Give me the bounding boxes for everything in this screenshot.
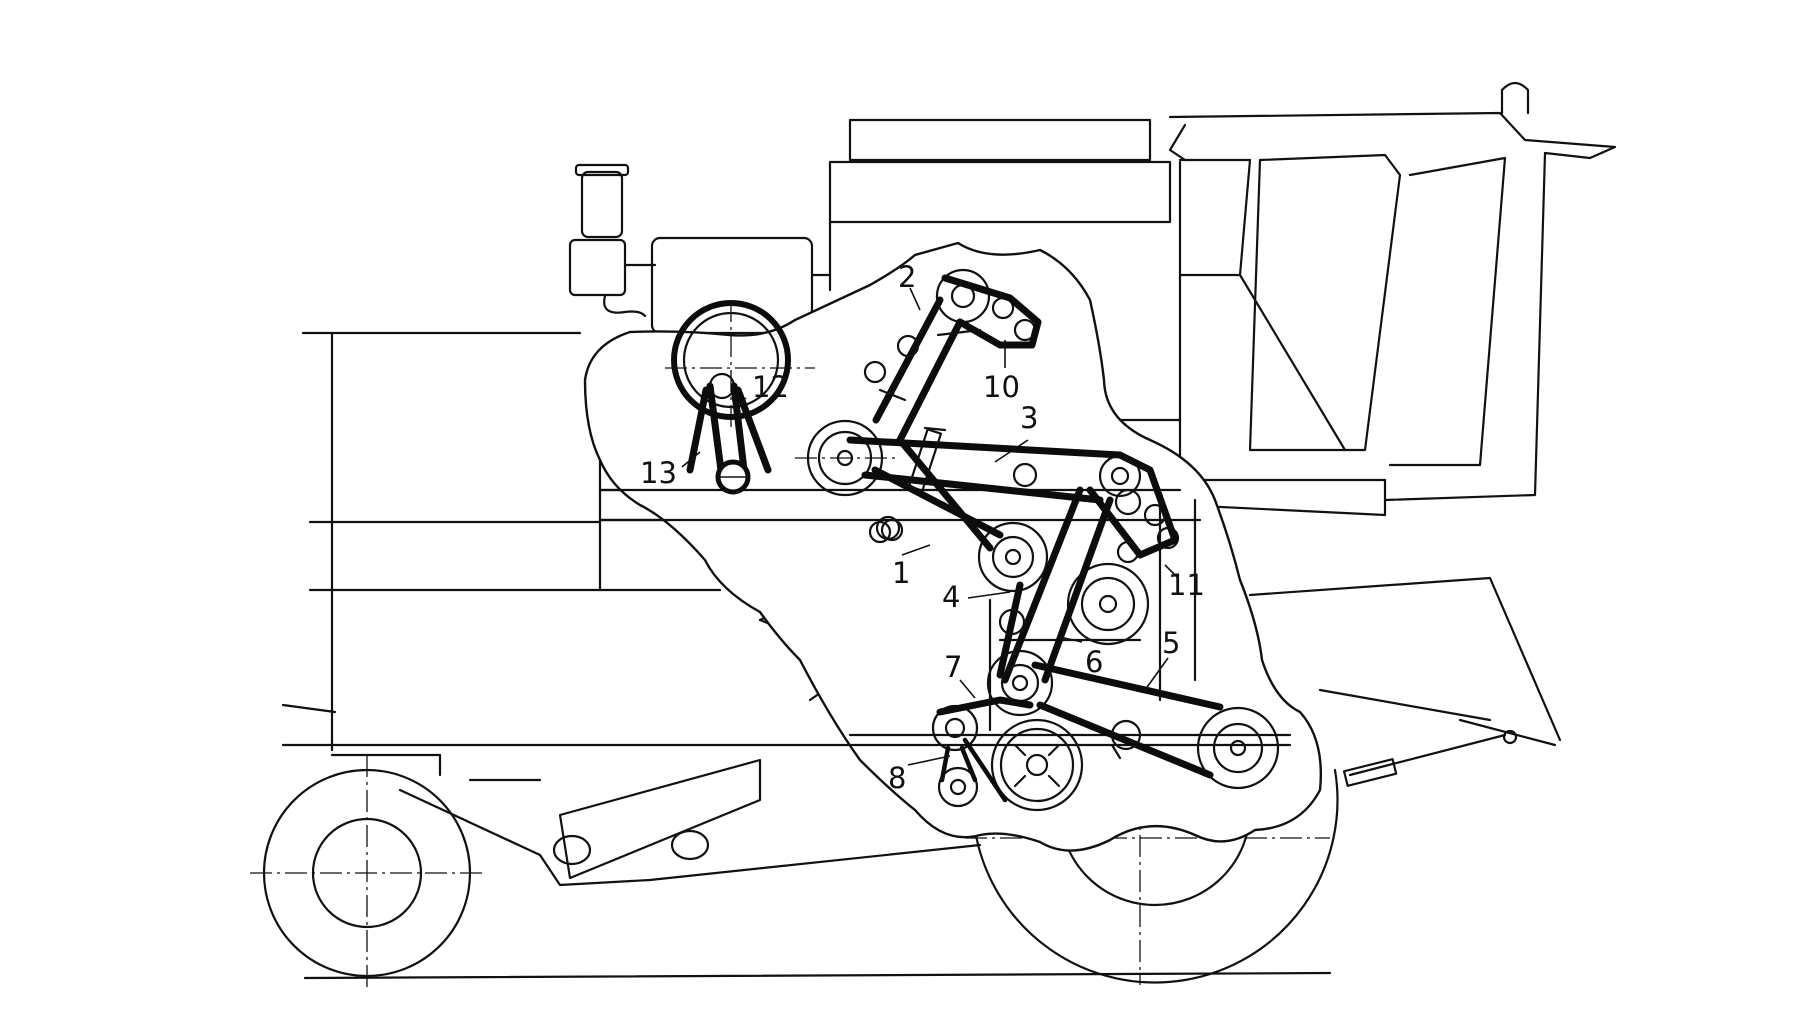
callout-13: 13 xyxy=(640,456,677,490)
callout-12: 12 xyxy=(752,370,789,404)
callout-6: 6 xyxy=(1085,645,1103,679)
cutaway-region xyxy=(583,241,1322,852)
main-belts xyxy=(795,268,1280,812)
front-wheel xyxy=(250,755,485,990)
callout-7: 7 xyxy=(944,650,962,684)
callout-1: 1 xyxy=(892,556,910,590)
cab xyxy=(1168,81,1617,517)
callout-11: 11 xyxy=(1168,568,1205,602)
callout-5: 5 xyxy=(1162,626,1180,660)
callout-2: 2 xyxy=(898,260,916,294)
engine xyxy=(568,163,832,335)
leader-lines xyxy=(681,287,1179,766)
belt-12-13 xyxy=(665,300,815,495)
callout-4: 4 xyxy=(942,580,960,614)
callout-3: 3 xyxy=(1020,401,1038,435)
callout-labels: 2 10 3 1 4 6 5 7 8 11 12 13 xyxy=(640,260,1205,795)
callout-8: 8 xyxy=(888,761,906,795)
straw-hood xyxy=(1248,576,1562,787)
ground-line xyxy=(303,971,1332,980)
callout-10: 10 xyxy=(983,370,1020,404)
